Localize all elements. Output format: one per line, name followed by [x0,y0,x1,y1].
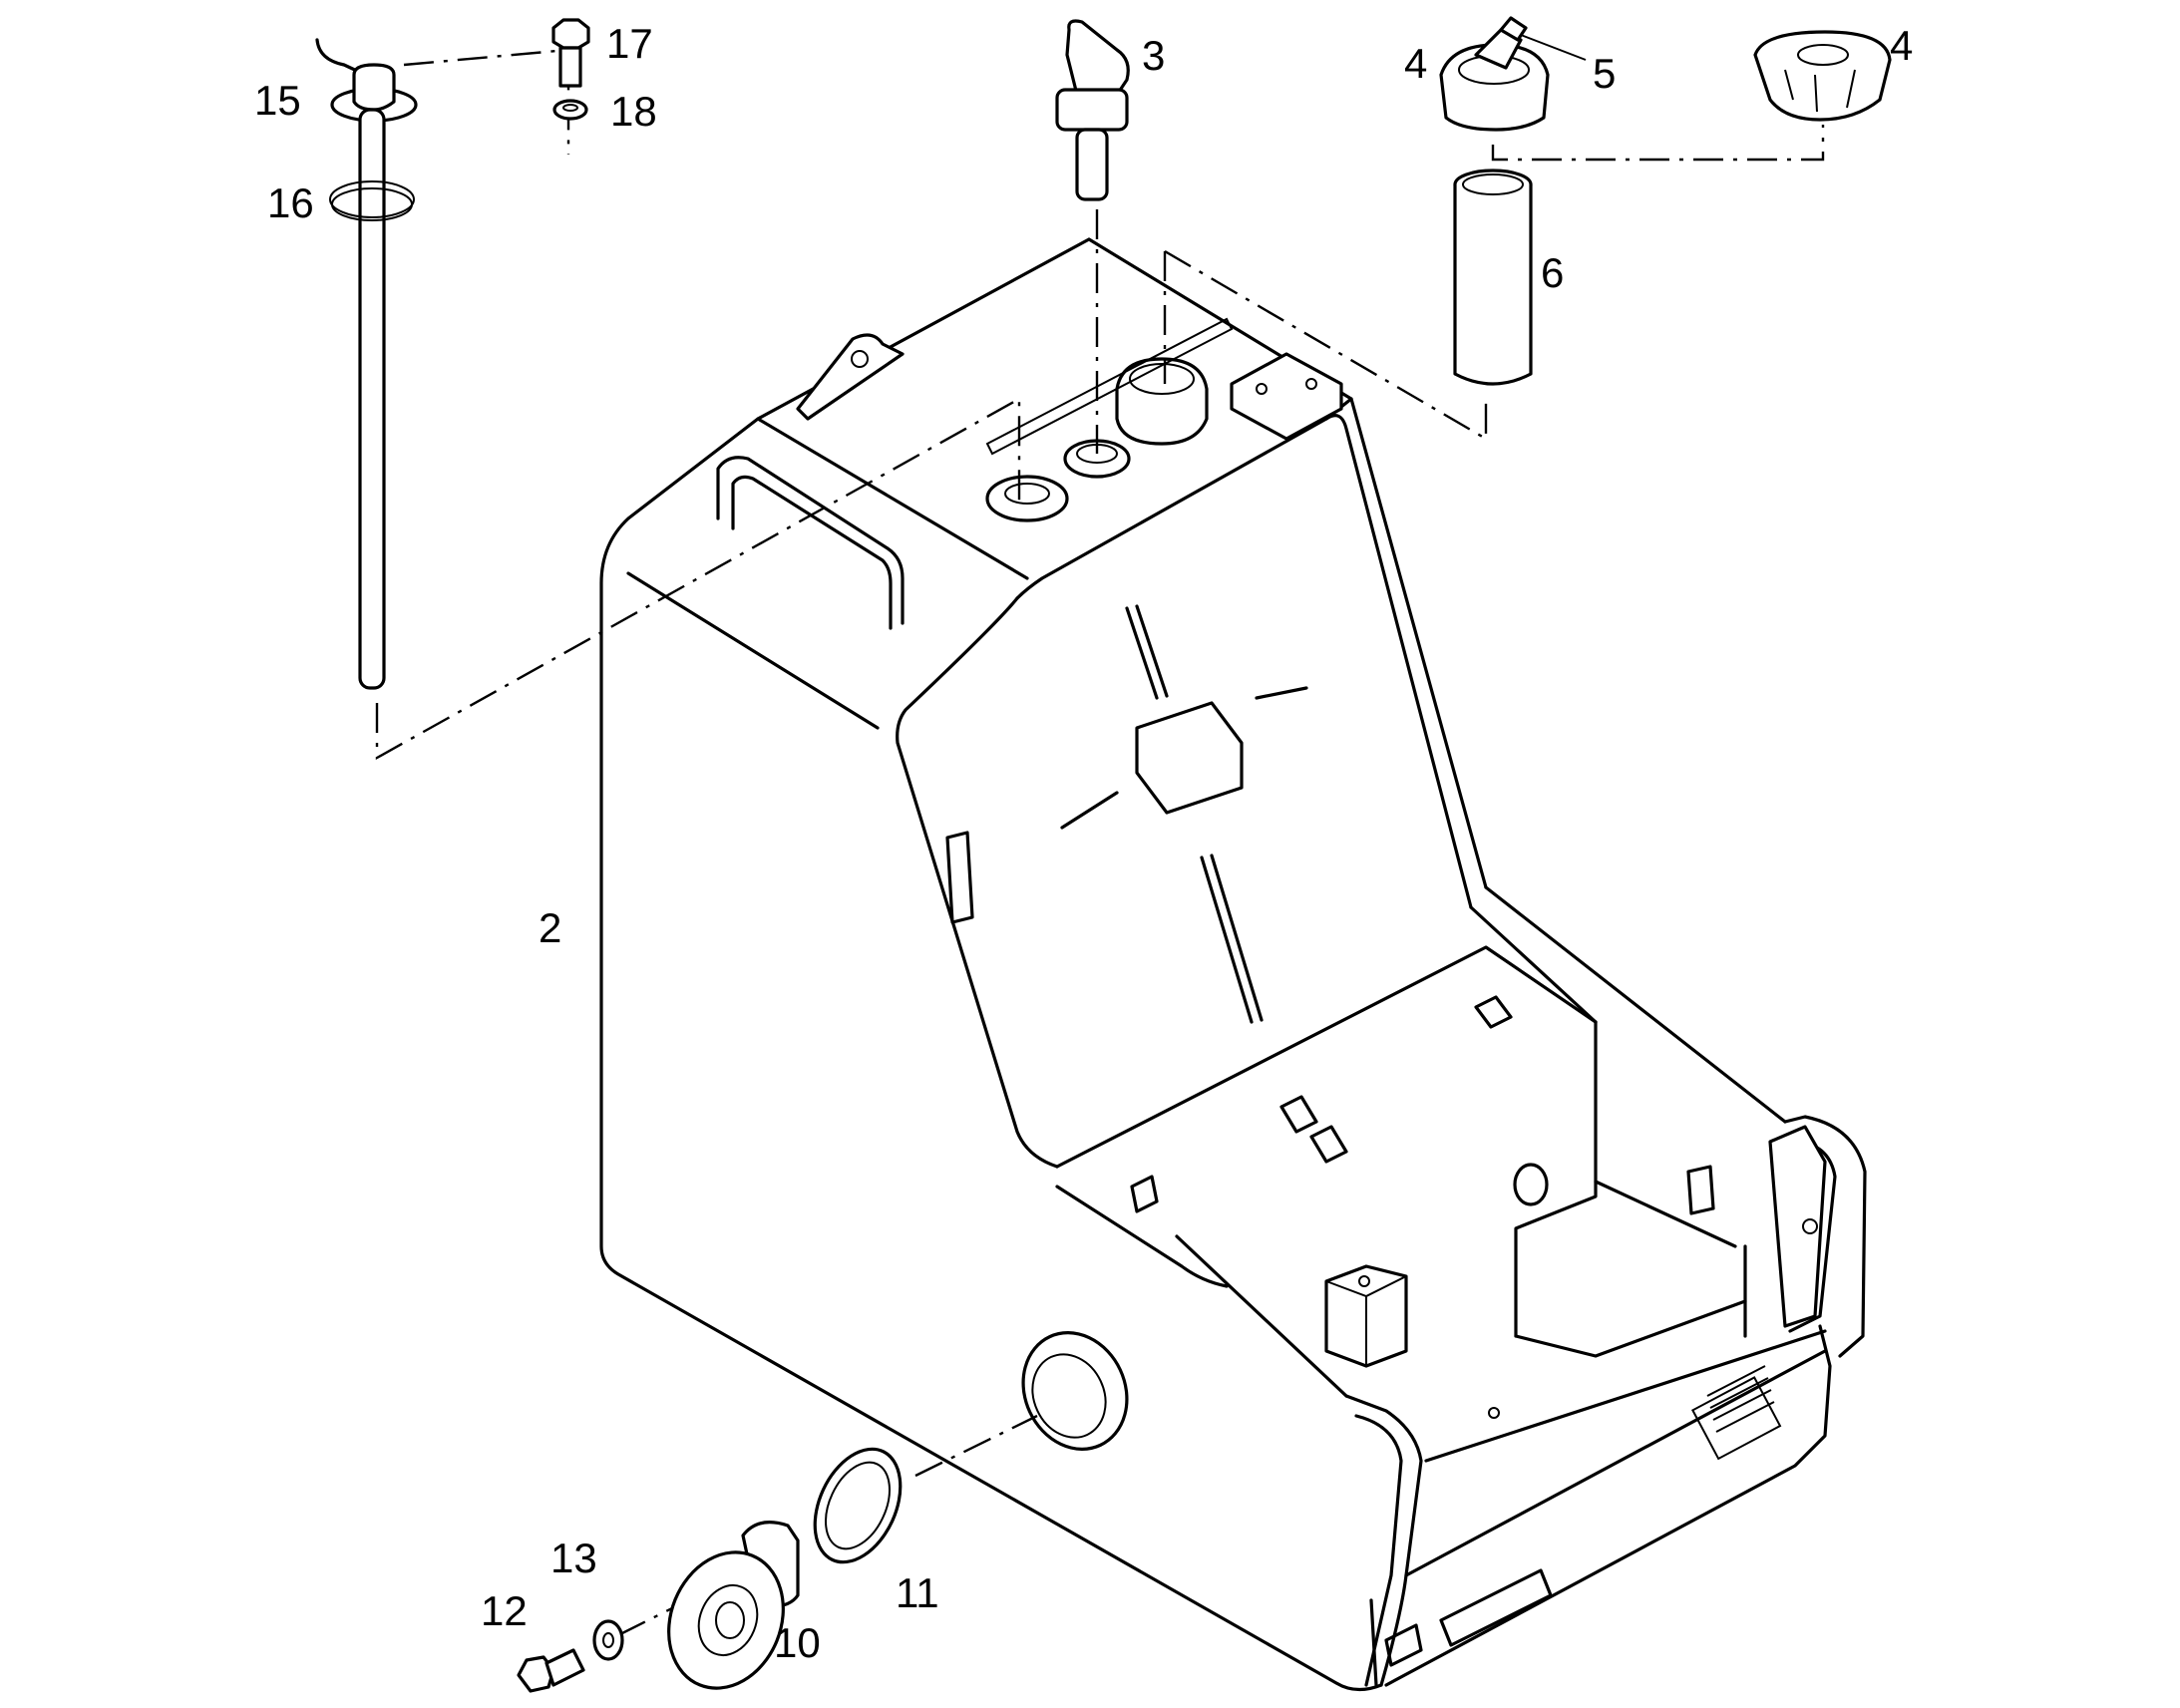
callout-6: 6 [1541,249,1564,296]
bolt-12 [517,1648,585,1693]
callout-3: 3 [1142,32,1165,79]
top-port-ring-1 [985,475,1069,522]
callout-4-right: 4 [1890,22,1913,69]
callout-12: 12 [481,1587,528,1634]
callout-11: 11 [896,1569,939,1616]
callout-13: 13 [550,1535,597,1581]
top-plate-pad [1230,352,1343,441]
gasket-11 [813,1447,903,1564]
filler-cap-knurled [1753,30,1892,122]
washer-18 [552,99,588,121]
callout-5: 5 [1593,50,1616,97]
callout-17: 17 [606,20,653,67]
vent-grille [1691,1365,1782,1461]
leader-5 [1520,34,1587,61]
callout-4-left: 4 [1404,40,1427,87]
callout-16: 16 [267,179,314,226]
elbow-fitting-3 [1055,19,1130,201]
top-port-ring-3 [1115,357,1209,446]
drain-boss [1021,1331,1129,1451]
inner-panel-cover [1135,701,1244,815]
top-port-ring-2 [1063,439,1131,479]
strainer-6 [1453,169,1533,386]
callout-10: 10 [774,1619,821,1666]
washer-13 [592,1619,624,1661]
callout-2: 2 [539,904,561,951]
floor-block [1324,1264,1408,1368]
fuel-level-sender [315,38,418,690]
tank-body [599,237,1867,1692]
filler-cap-with-sensor [1439,16,1550,132]
drain-flange-10 [667,1521,800,1690]
callout-15: 15 [254,77,301,124]
bolt-17 [551,18,590,88]
callout-18: 18 [610,88,657,135]
